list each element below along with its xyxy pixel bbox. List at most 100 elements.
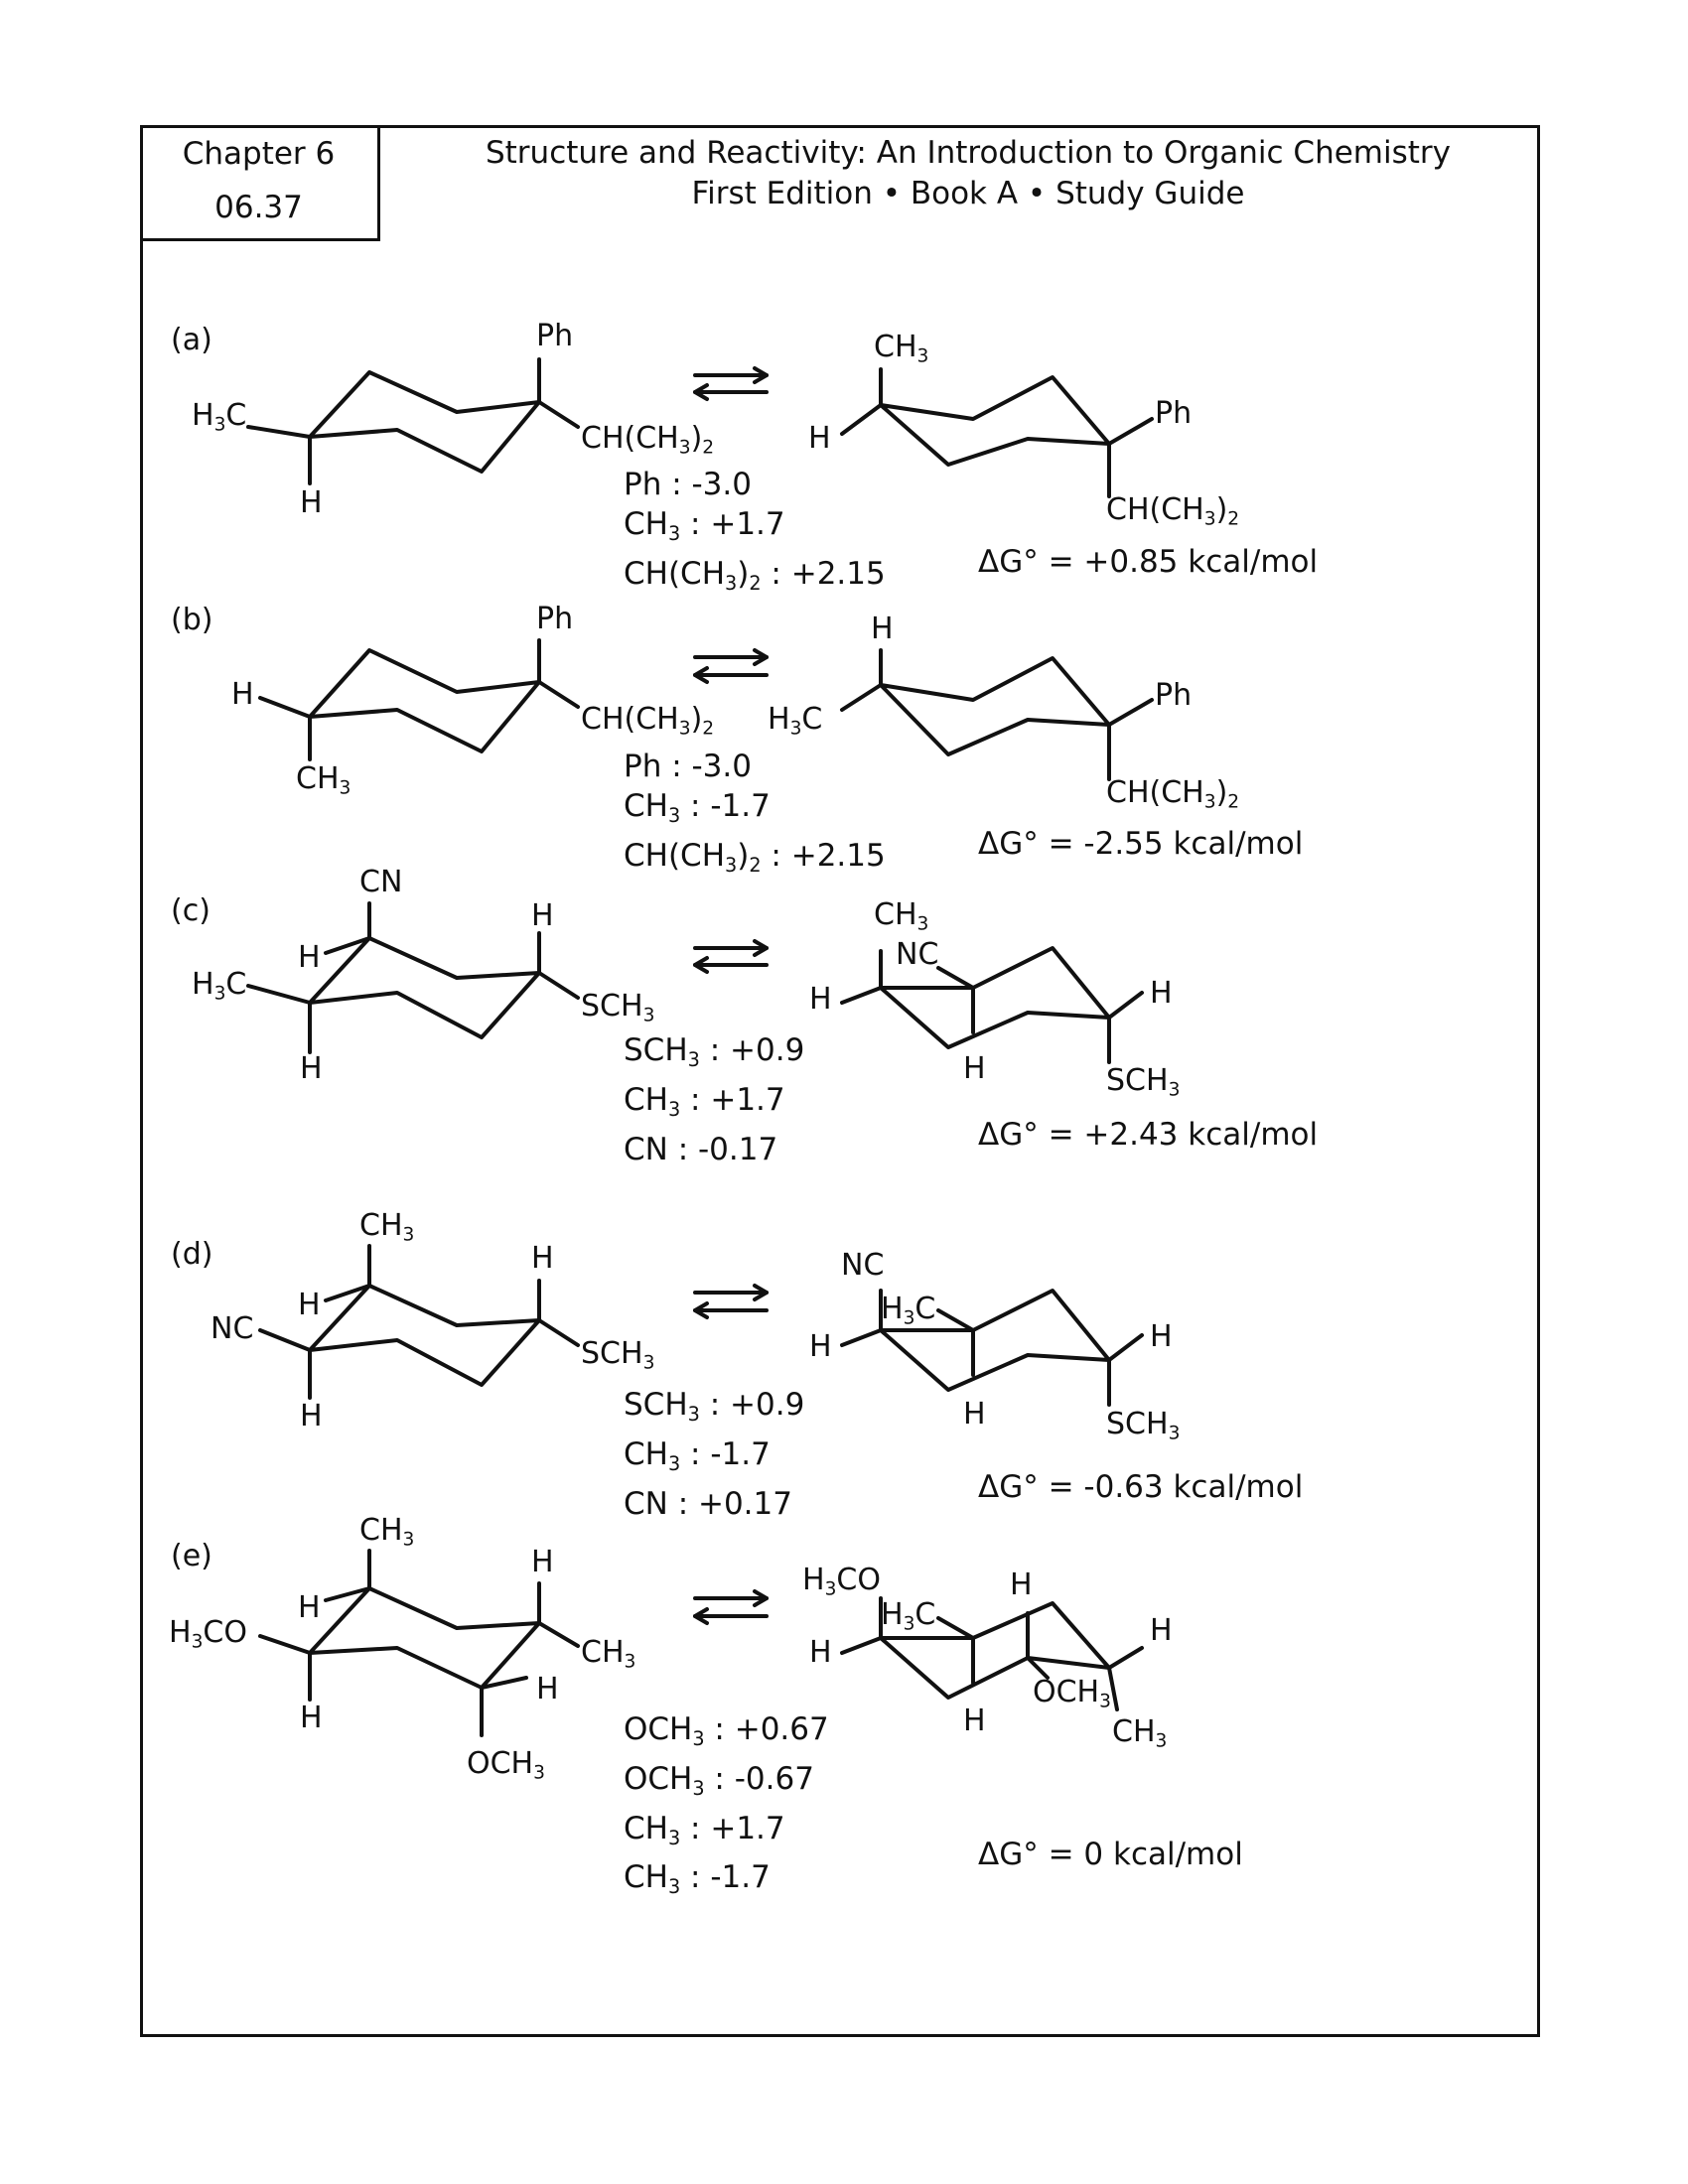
atom-label-isopropyl: CH(CH3)2 — [581, 421, 715, 459]
part-a-label: (a) — [171, 323, 212, 357]
value-line: CH(CH3)2 : +2.15 — [624, 555, 886, 595]
page-header: Structure and Reactivity: An Introductio… — [417, 133, 1519, 214]
atom-label-sch3: SCH3 — [1106, 1407, 1181, 1444]
atom-label-h: H — [298, 1288, 321, 1322]
value-line: CH3 : -1.7 — [624, 1435, 771, 1475]
atom-label-isopropyl: CH(CH3)2 — [581, 702, 715, 740]
value-line: CN : -0.17 — [624, 1131, 778, 1167]
part-c-label: (c) — [171, 893, 211, 928]
atom-label-ph: Ph — [536, 319, 574, 353]
value-line: CH3 : +1.7 — [624, 506, 785, 545]
atom-label-h3c: H3C — [192, 967, 247, 1005]
part-e-delta-g: ΔG° = 0 kcal/mol — [978, 1837, 1243, 1872]
book-edition: First Edition • Book A • Study Guide — [691, 176, 1245, 211]
atom-label-cn: CN — [359, 865, 403, 899]
atom-label-ch3: CH3 — [359, 1513, 415, 1551]
atom-label-h: H — [1010, 1568, 1033, 1602]
atom-label-ch3: CH3 — [1112, 1714, 1168, 1752]
atom-label-h3c: H3C — [192, 398, 247, 436]
value-line: OCH3 : -0.67 — [624, 1760, 814, 1800]
atom-label-h: H — [300, 1051, 323, 1086]
atom-label-h: H — [298, 940, 321, 975]
atom-label-h: H — [531, 1545, 554, 1579]
value-line: CH(CH3)2 : +2.15 — [624, 837, 886, 877]
atom-label-ph: Ph — [1155, 396, 1193, 431]
atom-label-h: H — [963, 1397, 986, 1432]
part-d-right-chair — [840, 1289, 1144, 1407]
atom-label-ch3: CH3 — [874, 897, 929, 935]
part-e-right-chair — [840, 1596, 1144, 1711]
atom-label-och3: OCH3 — [1033, 1675, 1111, 1712]
value-line: SCH3 : +0.9 — [624, 1387, 805, 1426]
atom-label-h: H — [808, 421, 831, 456]
atom-label-h: H — [298, 1590, 321, 1625]
part-d-delta-g: ΔG° = -0.63 kcal/mol — [978, 1469, 1304, 1505]
book-title: Structure and Reactivity: An Introductio… — [485, 135, 1452, 171]
value-line: SCH3 : +0.9 — [624, 1032, 805, 1071]
atom-label-ch3: CH3 — [359, 1208, 415, 1246]
atom-label-h: H — [531, 1241, 554, 1276]
atom-label-h3co: H3CO — [802, 1563, 881, 1600]
atom-label-h3co: H3CO — [169, 1615, 247, 1653]
part-a-left-chair — [246, 357, 580, 485]
atom-label-ch3: CH3 — [874, 330, 929, 367]
value-line: CH3 : -1.7 — [624, 788, 771, 827]
value-line: Ph : -3.0 — [624, 467, 752, 502]
atom-label-h: H — [300, 485, 323, 520]
part-b-delta-g: ΔG° = -2.55 kcal/mol — [978, 826, 1304, 862]
atom-label-h: H — [300, 1701, 323, 1735]
atom-label-ch3: CH3 — [296, 761, 352, 799]
part-b-right-chair — [840, 648, 1154, 781]
atom-label-och3: OCH3 — [467, 1746, 545, 1784]
atom-label-nc: NC — [841, 1248, 885, 1283]
part-b-equilibrium-arrows — [693, 648, 769, 684]
atom-label-ch3: CH3 — [581, 1635, 636, 1673]
chapter-label: Chapter 6 — [182, 136, 336, 172]
problem-number: 06.37 — [214, 190, 303, 225]
part-d-label: (d) — [171, 1237, 213, 1272]
atom-label-isopropyl: CH(CH3)2 — [1106, 492, 1240, 530]
part-c-right-chair — [840, 946, 1144, 1064]
atom-label-h: H — [1150, 1613, 1173, 1648]
atom-label-h: H — [809, 1329, 832, 1364]
atom-label-h3c: H3C — [881, 1597, 936, 1635]
chapter-box: Chapter 6 06.37 — [140, 125, 380, 241]
value-line: CH3 : +1.7 — [624, 1810, 785, 1849]
part-c-left-chair — [246, 901, 580, 1054]
atom-label-ph: Ph — [536, 602, 574, 636]
atom-label-h: H — [963, 1704, 986, 1738]
atom-label-sch3: SCH3 — [581, 1336, 655, 1374]
atom-label-h: H — [809, 1635, 832, 1670]
atom-label-h: H — [1150, 976, 1173, 1011]
part-b-left-chair — [258, 638, 580, 761]
part-e-label: (e) — [171, 1539, 212, 1573]
atom-label-h3c: H3C — [881, 1292, 936, 1329]
part-e-left-chair — [258, 1549, 580, 1737]
part-b-label: (b) — [171, 603, 213, 637]
part-d-equilibrium-arrows — [693, 1284, 769, 1319]
part-c-delta-g: ΔG° = +2.43 kcal/mol — [978, 1117, 1319, 1153]
atom-label-sch3: SCH3 — [581, 989, 655, 1026]
atom-label-h: H — [536, 1672, 559, 1706]
atom-label-sch3: SCH3 — [1106, 1063, 1181, 1101]
atom-label-nc: NC — [896, 937, 939, 972]
atom-label-h: H — [963, 1051, 986, 1086]
value-line: OCH3 : +0.67 — [624, 1711, 829, 1750]
part-a-right-chair — [840, 367, 1154, 498]
atom-label-h: H — [871, 612, 894, 646]
atom-label-h3c: H3C — [768, 702, 823, 740]
atom-label-isopropyl: CH(CH3)2 — [1106, 775, 1240, 813]
atom-label-h: H — [531, 898, 554, 933]
page-frame — [140, 125, 1540, 2037]
part-d-left-chair — [258, 1244, 580, 1400]
atom-label-h: H — [300, 1399, 323, 1433]
value-line: CH3 : -1.7 — [624, 1859, 771, 1899]
atom-label-ph: Ph — [1155, 678, 1193, 713]
atom-label-nc: NC — [211, 1311, 254, 1346]
part-c-equilibrium-arrows — [693, 939, 769, 974]
